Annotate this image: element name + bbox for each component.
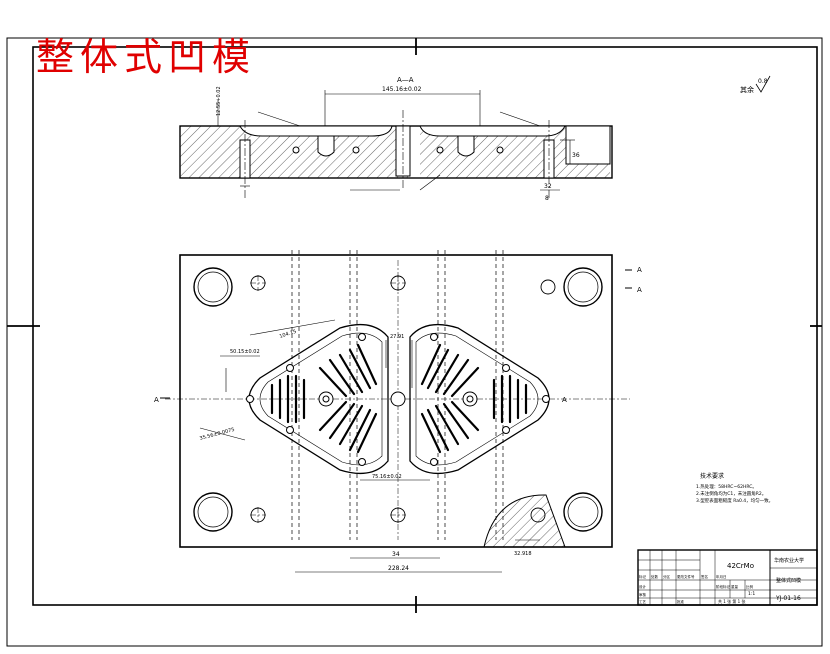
title-material: 42CrMo — [727, 562, 754, 570]
svg-text:标记: 标记 — [639, 574, 647, 579]
plate-outline — [179, 254, 613, 548]
dim-8: 8 — [545, 195, 549, 202]
title-part-name: 整体式凹模 — [776, 577, 801, 584]
svg-text:重量: 重量 — [731, 584, 739, 589]
dim-left-depth: 12.55+0.02 — [216, 86, 222, 116]
svg-text:A: A — [562, 396, 567, 404]
dim-bottom-width: 34 — [392, 551, 400, 558]
cavity-left — [239, 125, 393, 137]
dim-cavity-length: 104.15 — [279, 329, 297, 340]
svg-text:比例: 比例 — [746, 584, 754, 589]
section-markers: A A A A — [154, 266, 642, 404]
svg-text:A: A — [637, 266, 642, 274]
title-sheet: 共 1 张 第 1 张 — [718, 598, 745, 604]
svg-text:审核: 审核 — [639, 592, 647, 597]
dim-cavity-width: 50.15±0.02 — [230, 349, 260, 355]
title-block — [637, 549, 818, 606]
svg-text:A: A — [637, 286, 642, 294]
title-block-labels: 标记 处数 分区 更改文件号 签名 年月日 设计 审核 工艺 批准 阶段标记 重… — [639, 574, 754, 604]
svg-text:更改文件号: 更改文件号 — [677, 574, 695, 579]
svg-text:处数: 处数 — [651, 574, 659, 579]
svg-text:年月日: 年月日 — [716, 574, 727, 579]
drawing-title: 整体式凹模 — [36, 35, 257, 79]
section-view: 145.16±0.02 12.55+0.02 36 32 8 A—A — [179, 76, 613, 202]
roughness-value: 0.8 — [758, 78, 768, 85]
tech-line-1: 1.热处理：58HRC~62HRC。 — [696, 483, 757, 490]
svg-text:阶段标记: 阶段标记 — [716, 584, 730, 589]
dim-bottom-total: 228.24 — [388, 565, 409, 572]
title-drawing-no: YJ-01-16 — [775, 595, 801, 602]
cooling-channels — [291, 250, 504, 540]
roughness-note: 其余 — [740, 85, 754, 94]
dim-top-width: 145.16±0.02 — [382, 86, 422, 93]
title-school: 华南农业大学 — [774, 557, 804, 564]
dim-right-offset: 32.918 — [514, 551, 532, 557]
svg-text:设计: 设计 — [639, 584, 647, 589]
centring-marks — [7, 38, 822, 613]
svg-text:批准: 批准 — [677, 599, 685, 604]
roughness-symbol: 其余 0.8 — [740, 75, 771, 94]
tech-requirements: 技术要求 1.热处理：58HRC~62HRC。 2.未注倒角均为C1，未注圆角R… — [696, 472, 773, 504]
tech-heading: 技术要求 — [700, 472, 724, 480]
svg-text:工艺: 工艺 — [639, 599, 647, 604]
dim-section-depth: 36 — [572, 152, 580, 159]
plan-view: 34 228.24 32.918 50.15±0.02 104.15 27.91… — [154, 250, 642, 573]
dim-cavity-h1: 27.91 — [390, 334, 404, 340]
section-hatch — [180, 126, 610, 178]
dim-32: 32 — [544, 183, 552, 190]
guide-holes — [193, 267, 603, 532]
svg-text:签名: 签名 — [701, 574, 708, 579]
title-scale: 1:1 — [748, 591, 755, 597]
cavity-right — [419, 125, 566, 137]
tech-line-2: 2.未注倒角均为C1，未注圆角R2。 — [696, 490, 766, 497]
section-label: A—A — [397, 76, 414, 84]
cavity-fins — [270, 343, 528, 454]
svg-text:A: A — [154, 396, 159, 404]
tech-line-3: 3.型腔表面粗糙度 Ra0.4，均匀一致。 — [696, 497, 773, 504]
dim-cavity-bottom: 75.16±0.02 — [372, 474, 402, 480]
gate-segment — [483, 494, 566, 548]
svg-text:分区: 分区 — [663, 574, 671, 579]
outer-frame — [6, 37, 823, 647]
cavity-holes — [246, 333, 550, 466]
